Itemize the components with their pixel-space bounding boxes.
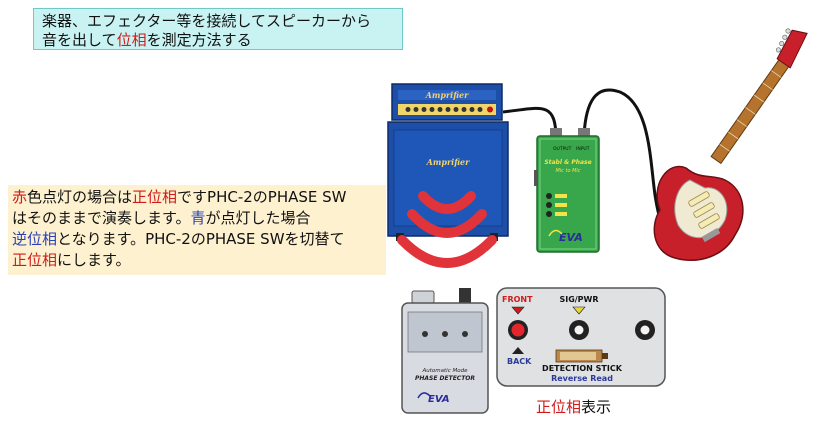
side-note-line2: はそのままで演奏します。青が点灯した場合 — [12, 208, 382, 229]
side-note-line1: 赤色点灯の場合は正位相ですPHC-2のPHASE SW — [12, 187, 382, 208]
back-label: BACK — [507, 357, 532, 366]
back-up-arrow-icon — [512, 347, 524, 354]
phase-switch-1 — [546, 193, 552, 199]
detector-clip — [411, 290, 435, 304]
header-note-highlight: 位相 — [116, 31, 147, 49]
front-panel: FRONT SIG/PWR BACK DETECTION STICK Rever… — [496, 287, 666, 387]
side-note-text: 色点灯の場合は — [27, 188, 133, 206]
side-note-text: にします。 — [57, 251, 131, 269]
phase-detector: Automatic Mode PHASE DETECTOR EVA — [401, 288, 489, 414]
sig-led — [574, 325, 584, 335]
detector-brand: EVA — [428, 394, 450, 405]
header-note-line2: 音を出して位相を測定方法する — [42, 31, 402, 50]
detection-stick-icon — [555, 349, 608, 363]
guitar-headstock — [776, 29, 808, 69]
front-label: FRONT — [502, 295, 533, 304]
side-note-text: はそのままで演奏します。 — [12, 209, 191, 227]
reverse-label: Reverse Read — [551, 374, 613, 383]
eva-logo-icon — [548, 229, 563, 237]
blue-word: 青 — [190, 209, 206, 227]
phase-box-title: Stabl & Phase — [544, 159, 591, 166]
phase-label-1 — [555, 194, 567, 198]
back-led — [640, 325, 650, 335]
output-label: OUTPUT — [553, 146, 572, 152]
detector-mode: Automatic Mode — [422, 368, 469, 374]
phase-switch-3 — [546, 211, 552, 217]
amp-head-knobs — [405, 107, 483, 112]
header-note-text-end: を測定方法する — [146, 31, 252, 49]
phase-label-2 — [555, 203, 567, 207]
amp-head-grill — [398, 90, 496, 100]
caption-text: 表示 — [581, 398, 612, 416]
caption-highlight: 正位相 — [536, 398, 582, 416]
front-down-arrow-icon — [511, 306, 525, 315]
side-note-text: ですPHC-2のPHASE SW — [177, 188, 347, 206]
cable-amp-to-box — [502, 106, 558, 137]
side-note-text: が点灯した場合 — [205, 209, 311, 227]
amp-head-brand: Amprifier — [425, 90, 469, 100]
amp-cabinet-brand: Amprifier — [426, 157, 470, 167]
sig-pwr-label: SIG/PWR — [559, 295, 598, 304]
positive-phase-word: 正位相 — [132, 188, 178, 206]
eva-logo-icon — [417, 392, 431, 399]
guitar — [653, 28, 808, 261]
detector-led-2 — [442, 331, 448, 337]
detector-name: PHASE DETECTOR — [415, 375, 475, 382]
stick-label: DETECTION STICK — [542, 364, 623, 373]
amp-power-lamp — [487, 106, 493, 113]
phase-label-3 — [555, 212, 567, 216]
header-note: 楽器、エフェクター等を接続してスピーカーから 音を出して位相を測定方法する — [33, 8, 403, 50]
front-led — [511, 323, 525, 337]
header-note-text: 音を出して — [42, 31, 117, 49]
header-note-line1: 楽器、エフェクター等を接続してスピーカーから — [42, 12, 371, 30]
detector-led-1 — [422, 331, 428, 337]
red-word: 赤 — [12, 188, 28, 206]
positive-phase-word: 正位相 — [12, 251, 58, 269]
phase-box-brand: EVA — [559, 231, 583, 244]
guitar-bridge — [701, 227, 721, 243]
guitar-tuners — [775, 28, 791, 53]
side-note: 赤色点灯の場合は正位相ですPHC-2のPHASE SW はそのままで演奏します。… — [8, 185, 386, 275]
caption: 正位相表示 — [536, 396, 611, 417]
reverse-phase-word: 逆位相 — [12, 230, 58, 248]
amp-head: Amprifier — [391, 83, 503, 121]
side-note-line4: 正位相にします。 — [12, 250, 382, 271]
guitar-pickups — [688, 191, 720, 229]
phase-box: OUTPUT INPUT Stabl & Phase Mic to Mic EV… — [534, 135, 600, 253]
input-label: INPUT — [576, 146, 590, 152]
sound-waves — [397, 191, 497, 268]
phase-side-jack — [534, 170, 538, 186]
phase-box-subtitle: Mic to Mic — [555, 168, 580, 174]
side-note-text: となります。PHC-2のPHASE SWを切替て — [57, 230, 345, 248]
guitar-frets — [719, 70, 782, 152]
sig-down-arrow-icon — [572, 306, 586, 315]
side-note-line3: 逆位相となります。PHC-2のPHASE SWを切替て — [12, 229, 382, 250]
detector-led-3 — [462, 331, 468, 337]
phase-switch-2 — [546, 202, 552, 208]
amp-cabinet: Amprifier — [387, 121, 509, 241]
